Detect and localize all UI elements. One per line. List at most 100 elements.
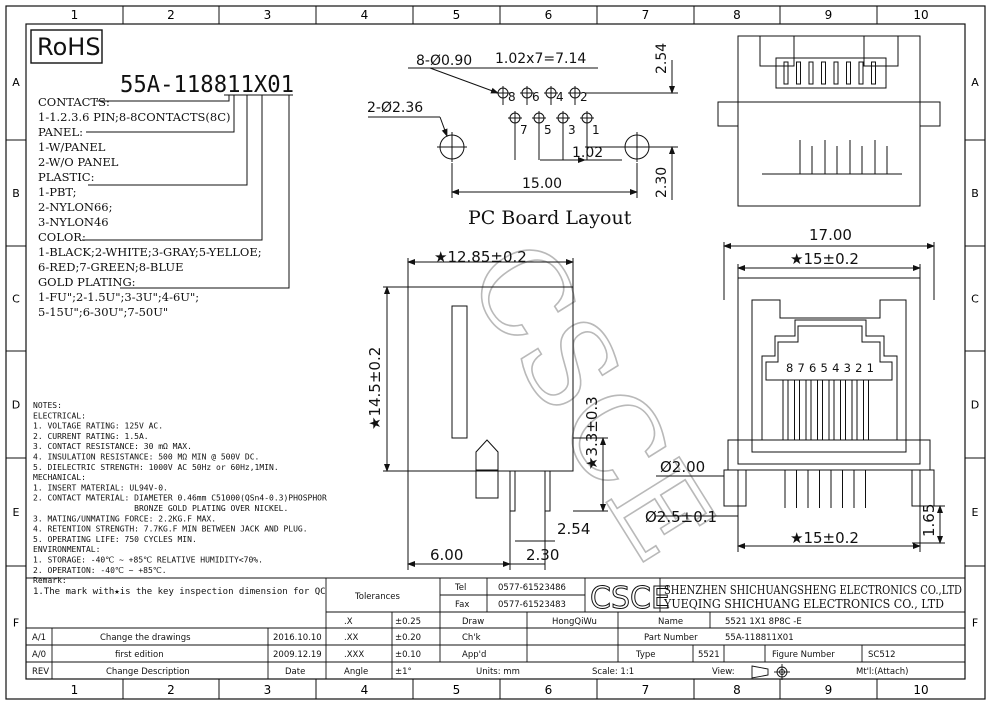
tol-xxx-value: ±0.10: [395, 650, 421, 660]
type-value: 5521: [698, 650, 720, 660]
grid-row-A: A: [12, 76, 20, 89]
pc-pin-label-2: 2: [580, 90, 588, 104]
legend-line-2-0: 1-PBT;: [38, 185, 77, 199]
rev-header: REV: [32, 667, 49, 677]
rev-a1-date: 2016.10.10: [273, 633, 322, 643]
tol-x-value: ±0.25: [395, 617, 421, 627]
pc-pin-label-4: 4: [556, 90, 564, 104]
grid-col-4: 4: [361, 8, 369, 22]
front-pin-numbers: 87654321: [786, 361, 878, 375]
tel-value: 0577-61523486: [498, 583, 566, 593]
grid-col-3: 3: [264, 8, 272, 22]
front-view: [656, 242, 945, 552]
rev-a1-desc: Change the drawings: [100, 633, 191, 643]
dim-side-254: 2.54: [557, 520, 590, 538]
front-view-labels: 17.00 ★15±0.2 ★15±0.2 Ø2.00 Ø2.5±0.1 1.6…: [645, 226, 938, 547]
tol-xxx: .XXX: [344, 650, 364, 660]
grid-col-5: 5: [453, 8, 461, 22]
part-code: 55A-118811X01: [120, 72, 294, 98]
tol-x: .X: [344, 617, 353, 627]
top-view: [717, 35, 941, 207]
pc-board-layout-title: PC Board Layout: [468, 207, 632, 229]
grid-col-7: 7: [642, 8, 650, 22]
draw-label: Draw: [462, 617, 484, 627]
note-line-8: 1. INSERT MATERIAL: UL94V-0.: [33, 483, 168, 492]
side-view: [383, 258, 608, 570]
grid-row-B: B: [12, 187, 20, 200]
note-line-14: ENVIRONMENTAL:: [33, 545, 100, 554]
legend-line-0-0: 1-1.2.3.6 PIN;8-8CONTACTS(8C): [38, 110, 231, 124]
note-line-0: NOTES:: [33, 401, 62, 410]
grid-row-F: F: [13, 617, 19, 630]
note-line-17: Remark:: [33, 576, 67, 585]
dim-offset-102: 1.02: [572, 145, 603, 161]
dim-side-height: ★14.5±0.2: [366, 347, 384, 430]
part-code-legend: CONTACTS:1-1.2.3.6 PIN;8-8CONTACTS(8C)PA…: [38, 95, 262, 319]
name-value: 5521 1X1 8P8C -E: [725, 617, 802, 627]
rev-a0-date: 2009.12.19: [273, 650, 322, 660]
tolerances-label: Tolerances: [354, 592, 401, 602]
note-line-7: MECHANICAL:: [33, 473, 86, 482]
material-label: Mt'l:(Attach): [856, 667, 908, 677]
note-line-11: 3. MATING/UNMATING FORCE: 2.2KG.F MAX.: [33, 514, 216, 523]
rev-a1: A/1: [32, 633, 46, 643]
fax-label: Fax: [455, 600, 469, 610]
part-number-label: Part Number: [644, 633, 698, 643]
legend-heading-4: GOLD PLATING:: [38, 275, 136, 289]
grid-col-9: 9: [825, 8, 833, 22]
dim-holes-small: 8-Ø0.90: [416, 53, 472, 69]
rev-a0-desc: first edition: [115, 650, 164, 660]
grid-col-bottom-4: 4: [361, 683, 369, 697]
pc-pin-label-7: 7: [520, 123, 528, 137]
legend-line-2-1: 2-NYLON66;: [38, 200, 113, 214]
pc-pin-label-1: 1: [592, 123, 600, 137]
company-name-2: YUEQING SHICHUANG ELECTRONICS CO., LTD: [663, 597, 944, 611]
grid-col-bottom-9: 9: [825, 683, 833, 697]
projection-symbol-icon: [751, 664, 790, 680]
dim-h-254: 2.54: [654, 43, 670, 74]
side-view-labels: ★12.85±0.2 ★14.5±0.2 ★3.3±0.3 2.54 6.00 …: [366, 248, 601, 564]
note-line-13: 5. OPERATING LIFE: 750 CYCLES MIN.: [33, 535, 197, 544]
grid-col-8: 8: [733, 8, 741, 22]
rohs-box: [30, 29, 103, 64]
grid-row-right-E: E: [972, 506, 979, 519]
pc-board-layout: [368, 60, 678, 200]
rev-a0: A/0: [32, 650, 46, 660]
grid-col-bottom-7: 7: [642, 683, 650, 697]
draw-value: HongQiWu: [552, 617, 597, 627]
figure-number-label: Figure Number: [772, 650, 835, 660]
tol-xx-value: ±0.20: [395, 633, 421, 643]
legend-heading-3: COLOR:: [38, 230, 86, 244]
grid-col-bottom-2: 2: [167, 683, 175, 697]
pc-pin-label-3: 3: [568, 123, 576, 137]
dim-side-600: 6.00: [430, 546, 463, 564]
legend-line-4-0: 1-FU";2-1.5U";3-3U";4-6U";: [38, 290, 199, 304]
dim-h-230: 2.30: [654, 167, 670, 198]
note-line-9: 2. CONTACT MATERIAL: DIAMETER 0.46mm C51…: [33, 494, 327, 503]
units-label: Units: mm: [476, 667, 520, 677]
legend-line-3-0: 1-BLACK;2-WHITE;3-GRAY;5-YELLOE;: [38, 245, 262, 259]
part-number-value: 55A-118811X01: [725, 633, 794, 643]
legend-leader-lines: [82, 94, 293, 289]
note-line-10: BRONZE GOLD PLATING OVER NICKEL.: [33, 504, 288, 513]
title-block-text: Tolerances Tel 0577-61523486 Fax 0577-61…: [32, 581, 962, 678]
rohs-label: RoHS: [37, 33, 101, 61]
dim-front-d200: Ø2.00: [660, 458, 705, 476]
note-line-5: 4. INSULATION RESISTANCE: 500 MΩ MIN @ 5…: [33, 453, 259, 462]
dim-side-33: ★3.3±0.3: [583, 396, 601, 470]
grid-row-C: C: [12, 293, 20, 306]
dim-pitch: 1.02x7=7.14: [495, 51, 586, 67]
grid-row-D: D: [12, 399, 20, 412]
grid-col-bottom-6: 6: [545, 683, 553, 697]
pc-pin-label-5: 5: [544, 123, 552, 137]
note-line-1: ELECTRICAL:: [33, 411, 86, 420]
dim-width-1500: 15.00: [522, 176, 562, 192]
grid-col-2: 2: [167, 8, 175, 22]
note-line-16: 2. OPERATION: -40℃ ~ +85℃.: [33, 566, 167, 575]
company-logo: CSCE: [590, 581, 670, 616]
